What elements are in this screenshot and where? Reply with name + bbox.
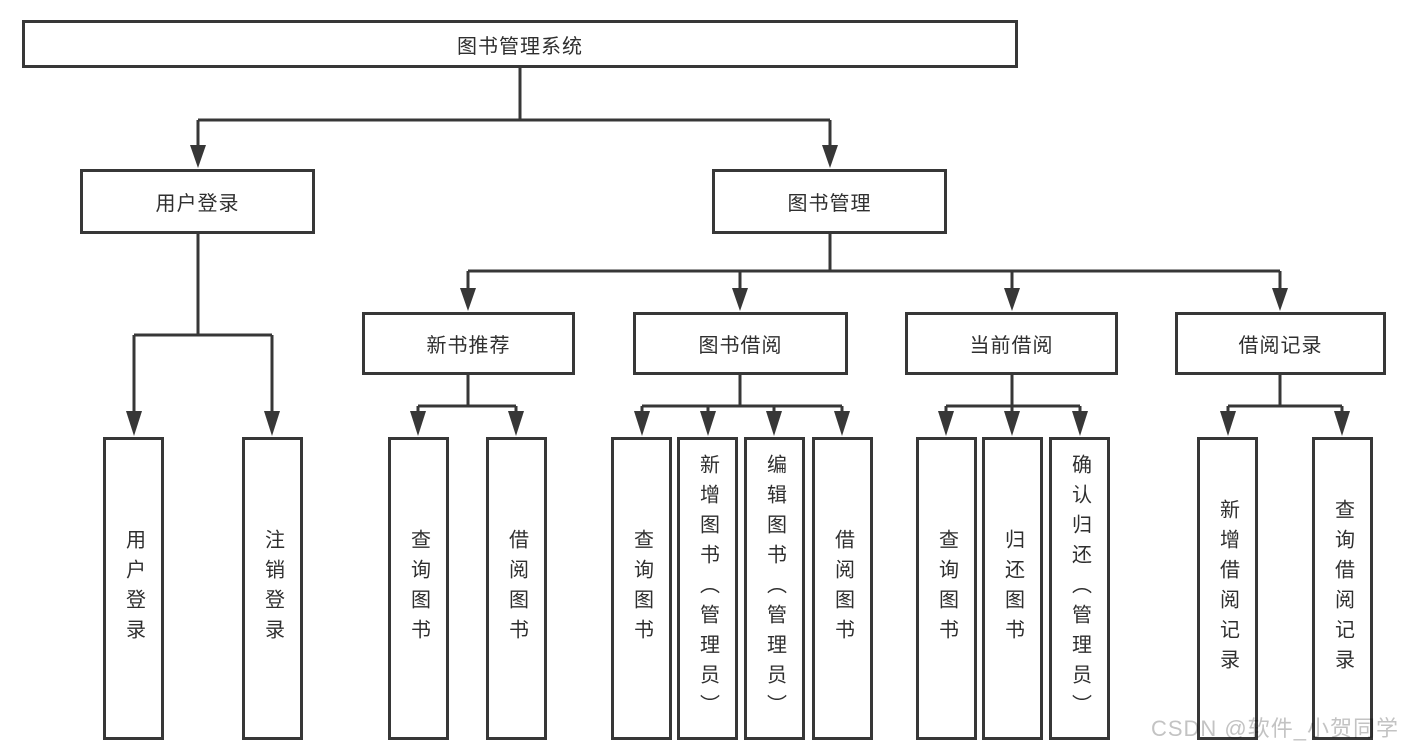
arrow-down-icon [126, 411, 142, 436]
node-current-borrowing: 当前借阅 [905, 312, 1118, 375]
leaf-label: 新增借阅记录 [1216, 498, 1239, 679]
arrow-down-icon [1334, 411, 1350, 436]
arrow-down-icon [1072, 411, 1088, 436]
leaf-label: 归还图书 [1001, 528, 1024, 649]
connector-level3-to-leaves [416, 375, 1344, 413]
arrow-down-icon [700, 411, 716, 436]
leaf-label: 查询图书 [407, 528, 430, 649]
leaf-query-books-current: 查询图书 [916, 437, 977, 740]
arrow-down-icon [190, 145, 206, 168]
arrow-down-icon [766, 411, 782, 436]
arrow-down-icon [834, 411, 850, 436]
leaf-label: 编辑图书（管理员） [763, 453, 786, 724]
leaf-label: 查询图书 [935, 528, 958, 649]
node-book-management: 图书管理 [712, 169, 947, 234]
leaf-edit-books-admin: 编辑图书（管理员） [744, 437, 805, 740]
leaf-add-borrow-record: 新增借阅记录 [1197, 437, 1258, 740]
node-library-system: 图书管理系统 [22, 20, 1018, 68]
arrow-down-icon [1004, 411, 1020, 436]
leaf-return-books: 归还图书 [982, 437, 1043, 740]
leaf-label: 借阅图书 [505, 528, 528, 649]
leaf-label: 注销登录 [261, 528, 284, 649]
arrow-down-icon [264, 411, 280, 436]
arrow-down-icon [1004, 288, 1020, 311]
leaf-logout: 注销登录 [242, 437, 303, 740]
node-user-login: 用户登录 [80, 169, 315, 234]
leaf-confirm-return-admin: 确认归还（管理员） [1049, 437, 1110, 740]
leaf-borrow-books-borrowing: 借阅图书 [812, 437, 873, 740]
leaf-borrow-books-recommend: 借阅图书 [486, 437, 547, 740]
connector-login-to-leaves [132, 234, 274, 413]
leaf-label: 用户登录 [122, 528, 145, 649]
leaf-query-books-borrowing: 查询图书 [611, 437, 672, 740]
connector-root-to-level2 [196, 68, 832, 147]
leaf-query-books-recommend: 查询图书 [388, 437, 449, 740]
arrow-down-icon [634, 411, 650, 436]
arrow-down-icon [822, 145, 838, 168]
arrow-down-icon [938, 411, 954, 436]
leaf-label: 查询图书 [630, 528, 653, 649]
node-new-book-recommend: 新书推荐 [362, 312, 575, 375]
node-borrowing-records: 借阅记录 [1175, 312, 1386, 375]
leaf-label: 新增图书（管理员） [696, 453, 719, 724]
leaf-add-books-admin: 新增图书（管理员） [677, 437, 738, 740]
leaf-label: 借阅图书 [831, 528, 854, 649]
arrow-down-icon [508, 411, 524, 436]
leaf-query-borrow-record: 查询借阅记录 [1312, 437, 1373, 740]
watermark: CSDN @软件_小贺同学 [1150, 716, 1399, 741]
arrow-down-icon [1272, 288, 1288, 311]
arrow-down-icon [732, 288, 748, 311]
arrow-down-icon [460, 288, 476, 311]
leaf-label: 查询借阅记录 [1331, 498, 1354, 679]
leaf-user-login: 用户登录 [103, 437, 164, 740]
connector-mgmt-to-level3 [466, 234, 1282, 290]
node-book-borrowing: 图书借阅 [633, 312, 848, 375]
arrow-down-icon [1220, 411, 1236, 436]
leaf-label: 确认归还（管理员） [1068, 453, 1091, 724]
arrow-down-icon [410, 411, 426, 436]
